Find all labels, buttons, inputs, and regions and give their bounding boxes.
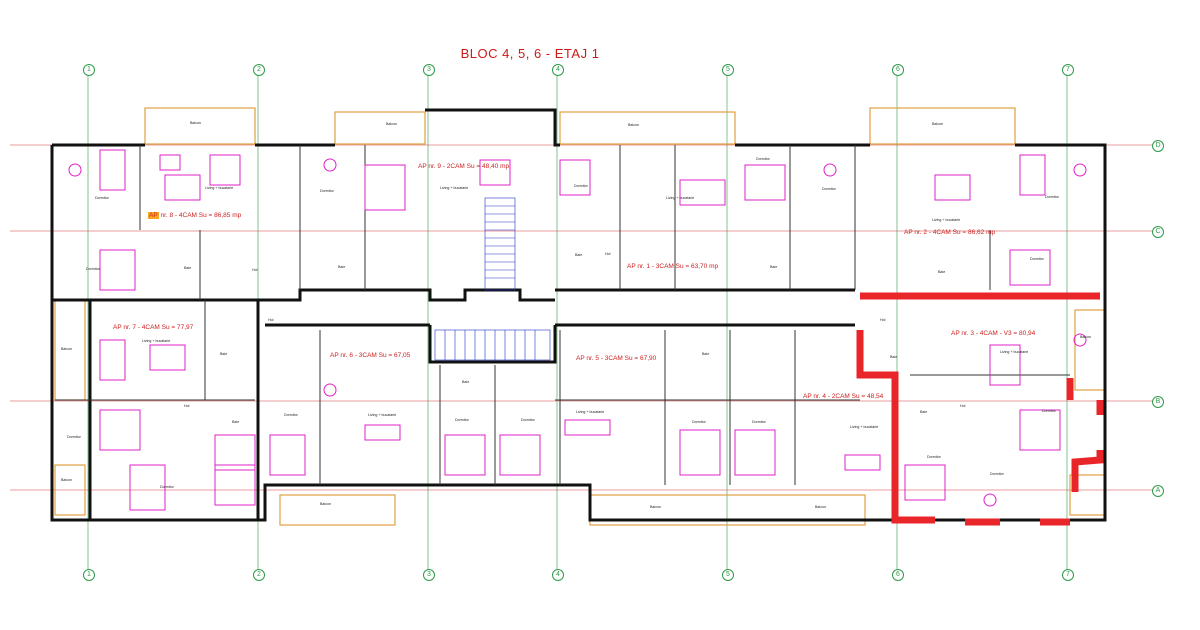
grid-label-col-6-top: 6 (892, 64, 904, 76)
apartment-1-label: AP nr. 1 - 3CAM Su = 63,70 mp (627, 263, 719, 270)
room-label-baie: Baie (575, 253, 583, 257)
apartment-4-label: AP nr. 4 - 2CAM Su = 48,54 (803, 393, 884, 400)
room-label-balcon: Balcon (61, 478, 72, 482)
room-label-dormitor: Dormitor (521, 418, 535, 422)
room-label-dormitor: Dormitor (692, 420, 706, 424)
room-label-dormitor: Dormitor (160, 485, 174, 489)
apartment-8-prefix: AP (148, 212, 159, 219)
grid-label-col-4-bottom: 4 (552, 569, 564, 581)
room-label-baie: Baie (890, 355, 898, 359)
grid-label-col-4-top: 4 (552, 64, 564, 76)
grid-label-col-3-bottom: 3 (423, 569, 435, 581)
room-label-dormitor: Dormitor (1030, 257, 1044, 261)
room-label-living: Living + bucatarie (440, 186, 469, 190)
room-label-balcon: Balcon (386, 122, 397, 126)
room-label-hol: Hol (268, 318, 274, 322)
room-label-balcon: Balcon (61, 347, 72, 351)
room-label-dormitor: Dormitor (927, 455, 941, 459)
apartment-5-label: AP nr. 5 - 3CAM Su = 67,90 (576, 355, 657, 362)
apartment-8-text: nr. 8 - 4CAM Su = 86,85 mp (158, 212, 242, 219)
room-label-baie: Baie (232, 420, 240, 424)
furniture (68, 149, 1087, 511)
room-label-baie: Baie (920, 410, 928, 414)
grid-label-col-7-top: 7 (1062, 64, 1074, 76)
room-label-balcon: Balcon (932, 122, 943, 126)
balconies (54, 107, 1106, 526)
grid-label-col-2-bottom: 2 (253, 569, 265, 581)
apartment-3-label: AP nr. 3 - 4CAM - V3 = 80,94 (951, 330, 1036, 337)
interior-walls (55, 145, 1070, 485)
room-label-baie: Baie (184, 266, 192, 270)
grid-label-col-3-top: 3 (423, 64, 435, 76)
room-label-baie: Baie (938, 270, 946, 274)
plan-title: BLOC 4, 5, 6 - ETAJ 1 (460, 46, 600, 61)
grid-label-col-2-top: 2 (253, 64, 265, 76)
apartment-6-label: AP nr. 6 - 3CAM Su = 67,05 (330, 352, 411, 359)
room-label-dormitor: Dormitor (822, 187, 836, 191)
room-label-baie: Baie (702, 352, 710, 356)
room-label-dormitor: Dormitor (455, 418, 469, 422)
stairs (434, 197, 551, 361)
room-label-hol: Hol (880, 318, 886, 322)
grid-label-col-6-bottom: 6 (892, 569, 904, 581)
room-label-living: Living + bucatarie (576, 410, 605, 414)
room-label-dormitor: Dormitor (1045, 195, 1059, 199)
room-label-dormitor: Dormitor (1042, 409, 1056, 413)
grid-label-col-1-top: 1 (83, 64, 95, 76)
grid-label-col-5-top: 5 (722, 64, 734, 76)
grid-label-col-7-bottom: 7 (1062, 569, 1074, 581)
grid-columns (87, 72, 1068, 572)
room-label-dormitor: Dormitor (752, 420, 766, 424)
room-label-dormitor: Dormitor (86, 267, 100, 271)
room-label-dormitor: Dormitor (95, 196, 109, 200)
grid-label-col-5-bottom: 5 (722, 569, 734, 581)
room-label-balcon: Balcon (650, 505, 661, 509)
room-label-balcon: Balcon (1080, 335, 1091, 339)
room-label-dormitor: Dormitor (320, 189, 334, 193)
apartment-7-label: AP nr. 7 - 4CAM Su = 77,97 (113, 324, 194, 331)
grid-label-row-C: C (1152, 226, 1164, 238)
apartment-8-label: AP nr. 8 - 4CAM Su = 86,85 mp (148, 212, 241, 219)
room-label-dormitor: Dormitor (284, 413, 298, 417)
room-label-dormitor: Dormitor (756, 157, 770, 161)
grid-label-row-D: D (1152, 140, 1164, 152)
room-label-living: Living + bucatarie (666, 196, 695, 200)
room-label-living: Living + bucatarie (142, 339, 171, 343)
room-label-balcon: Balcon (815, 505, 826, 509)
room-label-dormitor: Dormitor (67, 435, 81, 439)
room-label-baie: Baie (220, 352, 228, 356)
grid-label-col-1-bottom: 1 (83, 569, 95, 581)
room-label-hol: Hol (184, 404, 190, 408)
room-label-balcon: Balcon (628, 123, 639, 127)
apartment-3-highlight (856, 292, 1104, 526)
room-label-dormitor: Dormitor (574, 184, 588, 188)
room-label-living: Living + bucatarie (368, 413, 397, 417)
room-label-baie: Baie (462, 380, 470, 384)
grid-label-row-B: B (1152, 396, 1164, 408)
apartment-9-label: AP nr. 9 - 2CAM Su = 48,40 mp (418, 163, 510, 170)
room-label-living: Living + bucatarie (850, 425, 879, 429)
room-label-living: Living + bucatarie (932, 218, 961, 222)
apartment-2-label: AP nr. 2 - 4CAM Su = 86,62 mp (904, 229, 996, 236)
grid-rows (10, 144, 1155, 491)
room-label-baie: Baie (770, 265, 778, 269)
room-label-dormitor: Dormitor (990, 472, 1004, 476)
room-label-living: Living + bucatarie (205, 186, 234, 190)
grid-label-row-A: A (1152, 485, 1164, 497)
room-label-hol: Hol (960, 404, 966, 408)
room-label-living: Living + bucatarie (1000, 350, 1029, 354)
walls (50, 108, 1107, 522)
room-label-hol: Hol (252, 268, 258, 272)
room-label-balcon: Balcon (190, 121, 201, 125)
room-label-hol: Hol (605, 252, 611, 256)
room-label-balcon: Balcon (320, 502, 331, 506)
room-label-baie: Baie (338, 265, 346, 269)
